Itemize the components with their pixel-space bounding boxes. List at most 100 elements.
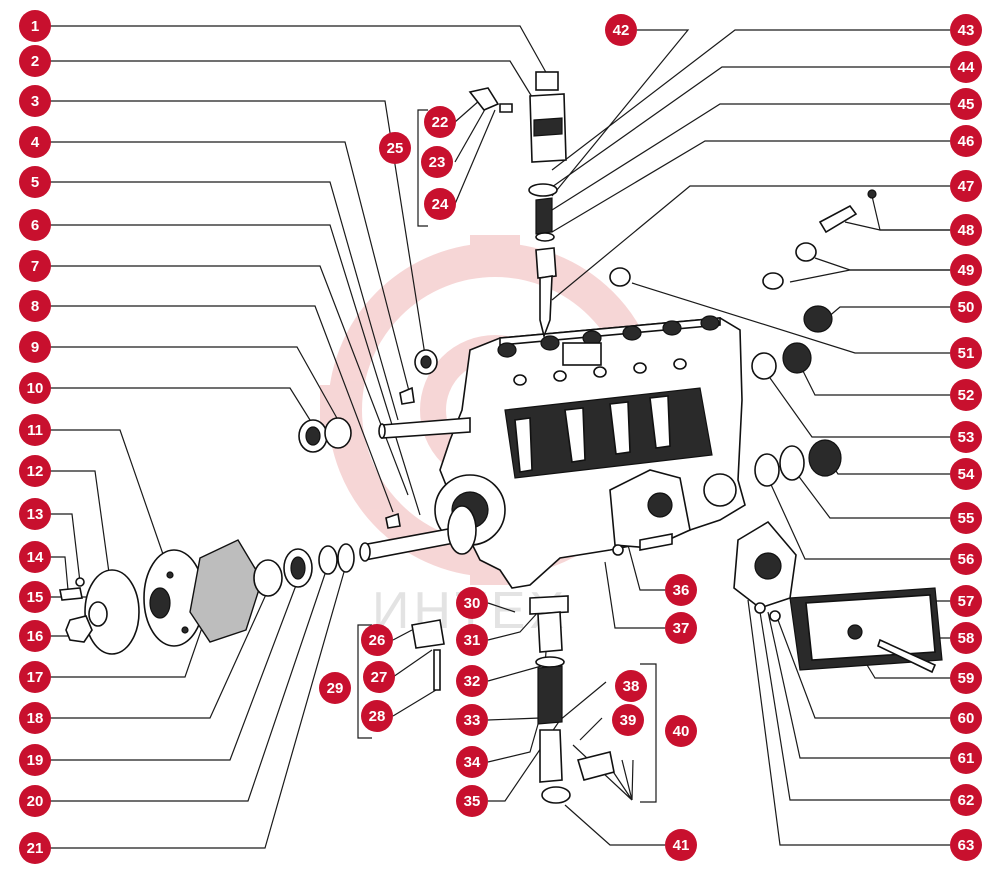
callout-badge: [950, 543, 982, 575]
callout-number: 33: [464, 712, 481, 729]
callout-badge: [19, 331, 51, 363]
callout-number: 6: [31, 217, 39, 234]
callout-number: 26: [369, 632, 386, 649]
callout-number: 39: [620, 712, 637, 729]
callout-41: 41: [665, 829, 697, 861]
callout-badge: [19, 498, 51, 530]
callout-number: 2: [31, 53, 39, 70]
right-components: [733, 189, 943, 674]
callout-12: 12: [19, 455, 51, 487]
callout-13: 13: [19, 498, 51, 530]
callout-31: 31: [456, 624, 488, 656]
callout-badge: [19, 45, 51, 77]
callout-37: 37: [665, 612, 697, 644]
callout-62: 62: [950, 784, 982, 816]
callout-badge: [456, 746, 488, 778]
callout-badge: [19, 744, 51, 776]
callout-8: 8: [19, 290, 51, 322]
callout-number: 12: [27, 463, 44, 480]
callout-badge: [456, 704, 488, 736]
callout-number: 55: [958, 510, 975, 527]
callout-badge: [950, 585, 982, 617]
callout-40: 40: [665, 715, 697, 747]
callout-number: 10: [27, 380, 44, 397]
callout-badge: [456, 587, 488, 619]
callout-badge: [19, 541, 51, 573]
callout-number: 58: [958, 630, 975, 647]
callout-number: 47: [958, 178, 975, 195]
callout-number: 51: [958, 345, 975, 362]
callout-number: 25: [387, 140, 404, 157]
callout-badge: [950, 88, 982, 120]
callout-number: 1: [31, 18, 39, 35]
callout-badge: [19, 455, 51, 487]
callout-badge: [19, 290, 51, 322]
callout-49: 49: [950, 254, 982, 286]
callout-32: 32: [456, 665, 488, 697]
callout-number: 43: [958, 22, 975, 39]
callout-36: 36: [665, 574, 697, 606]
callout-number: 14: [27, 549, 44, 566]
callout-number: 42: [613, 22, 630, 39]
callout-badge: [361, 624, 393, 656]
callout-number: 22: [432, 114, 449, 131]
callout-50: 50: [950, 291, 982, 323]
callout-badge: [950, 291, 982, 323]
callout-51: 51: [950, 337, 982, 369]
callout-badge: [950, 14, 982, 46]
callout-4: 4: [19, 126, 51, 158]
callout-number: 41: [673, 837, 690, 854]
callout-63: 63: [950, 829, 982, 861]
callout-7: 7: [19, 250, 51, 282]
callout-badge: [950, 702, 982, 734]
callout-24: 24: [424, 188, 456, 220]
callout-26: 26: [361, 624, 393, 656]
callout-badge: [950, 170, 982, 202]
callout-number: 38: [623, 678, 640, 695]
callout-badge: [19, 85, 51, 117]
callout-badges: 1234567891011121314151617181920212223242…: [19, 10, 982, 864]
callout-badge: [950, 829, 982, 861]
callout-number: 16: [27, 628, 44, 645]
callout-17: 17: [19, 661, 51, 693]
callout-number: 59: [958, 670, 975, 687]
callout-15: 15: [19, 581, 51, 613]
callout-number: 27: [371, 669, 388, 686]
callout-number: 29: [327, 680, 344, 697]
callout-10: 10: [19, 372, 51, 404]
callout-badge: [456, 785, 488, 817]
callout-number: 30: [464, 595, 481, 612]
callout-45: 45: [950, 88, 982, 120]
top-components: [468, 71, 631, 339]
callout-number: 24: [432, 196, 449, 213]
callout-number: 44: [958, 59, 975, 76]
callout-badge: [19, 250, 51, 282]
callout-11: 11: [19, 414, 51, 446]
callout-number: 56: [958, 551, 975, 568]
callout-badge: [19, 661, 51, 693]
bottom-center-components: [411, 533, 673, 804]
callout-number: 5: [31, 174, 39, 191]
callout-number: 11: [27, 422, 43, 439]
callout-number: 9: [31, 339, 39, 356]
callout-number: 63: [958, 837, 975, 854]
callout-number: 20: [27, 793, 44, 810]
callout-48: 48: [950, 214, 982, 246]
callout-number: 35: [464, 793, 481, 810]
callout-60: 60: [950, 702, 982, 734]
callout-29: 29: [319, 672, 351, 704]
callout-badge: [950, 742, 982, 774]
callout-30: 30: [456, 587, 488, 619]
callout-number: 50: [958, 299, 975, 316]
callout-badge: [950, 214, 982, 246]
callout-44: 44: [950, 51, 982, 83]
callout-53: 53: [950, 421, 982, 453]
callout-9: 9: [19, 331, 51, 363]
callout-badge: [19, 209, 51, 241]
left-components: [59, 349, 438, 655]
pump-housing: [434, 315, 746, 589]
callout-22: 22: [424, 106, 456, 138]
callout-19: 19: [19, 744, 51, 776]
callout-badge: [456, 665, 488, 697]
